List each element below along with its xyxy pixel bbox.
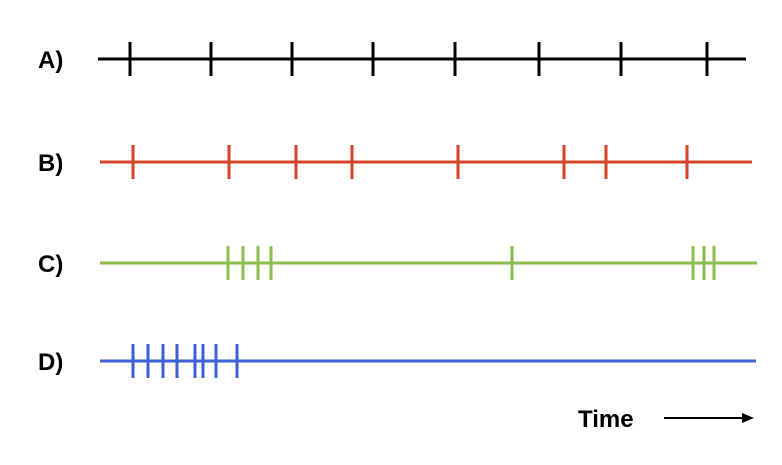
spike-train-row: C) — [38, 246, 757, 280]
spike-train-row: D) — [38, 344, 756, 378]
spike-trains: A) B) C) D) — [38, 42, 757, 378]
spike-train-row: B) — [38, 145, 752, 179]
train-label: B) — [38, 150, 63, 177]
train-label: A) — [38, 47, 63, 74]
time-axis-label: Time — [578, 406, 634, 433]
train-label: D) — [38, 349, 63, 376]
time-arrow-icon — [664, 413, 754, 423]
train-label: C) — [38, 251, 63, 278]
spike-train-row: A) — [38, 42, 746, 76]
